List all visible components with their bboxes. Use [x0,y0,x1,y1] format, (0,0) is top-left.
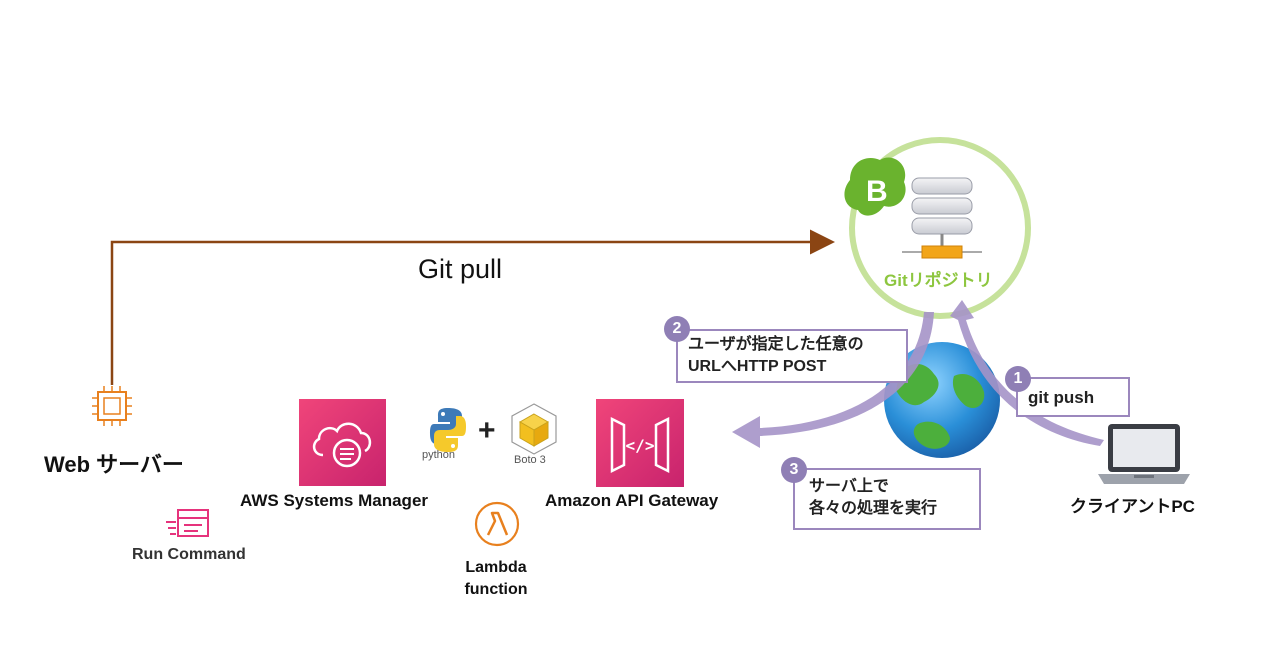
step-1-badge: 1 [1005,366,1031,392]
boto3-cube-icon [511,403,557,455]
git-repository-label: Gitリポジトリ [884,271,993,290]
api-gateway-label: Amazon API Gateway [545,491,719,510]
systems-manager-icon [299,399,386,486]
lambda-label: Lambda function [452,557,540,601]
git-repository-server-icon: B [844,137,1031,319]
step-3-box: サーバ上で 各々の処理を実行 [793,468,981,530]
python-label: python [422,449,456,461]
step-1-text: git push [1028,388,1095,407]
step-1-box: git push [1016,377,1130,417]
lambda-icon [474,501,520,547]
git-pull-label: Git pull [418,254,503,284]
api-gateway-icon: </> [596,399,684,487]
svg-text:B: B [866,175,888,208]
svg-text:</>: </> [626,436,655,455]
ec2-chip-icon [92,386,132,426]
step-3-badge: 3 [781,457,807,483]
run-command-icon [166,509,209,537]
boto3-label: Boto 3 [514,454,546,466]
step-2-line2: URLへHTTP POST [688,358,827,375]
step-3-line2: 各々の処理を実行 [809,500,938,517]
run-command-label: Run Command [132,546,246,563]
step-3-line1: サーバ上で [809,478,889,495]
step-2-badge: 2 [664,316,690,342]
laptop-icon [1098,424,1190,484]
lambda-label-line2: function [464,581,528,598]
git-pull-arrow [110,229,835,385]
web-server-label: Web サーバー [44,452,184,477]
python-logo-icon [430,408,466,452]
systems-manager-label: AWS Systems Manager [240,491,429,510]
client-pc-label: クライアントPC [1070,497,1195,516]
lambda-label-line1: Lambda [465,559,527,576]
step-2-line1: ユーザが指定した任意の [688,336,864,353]
step-2-box: ユーザが指定した任意の URLへHTTP POST [676,329,908,383]
plus-sign: + [478,414,496,447]
